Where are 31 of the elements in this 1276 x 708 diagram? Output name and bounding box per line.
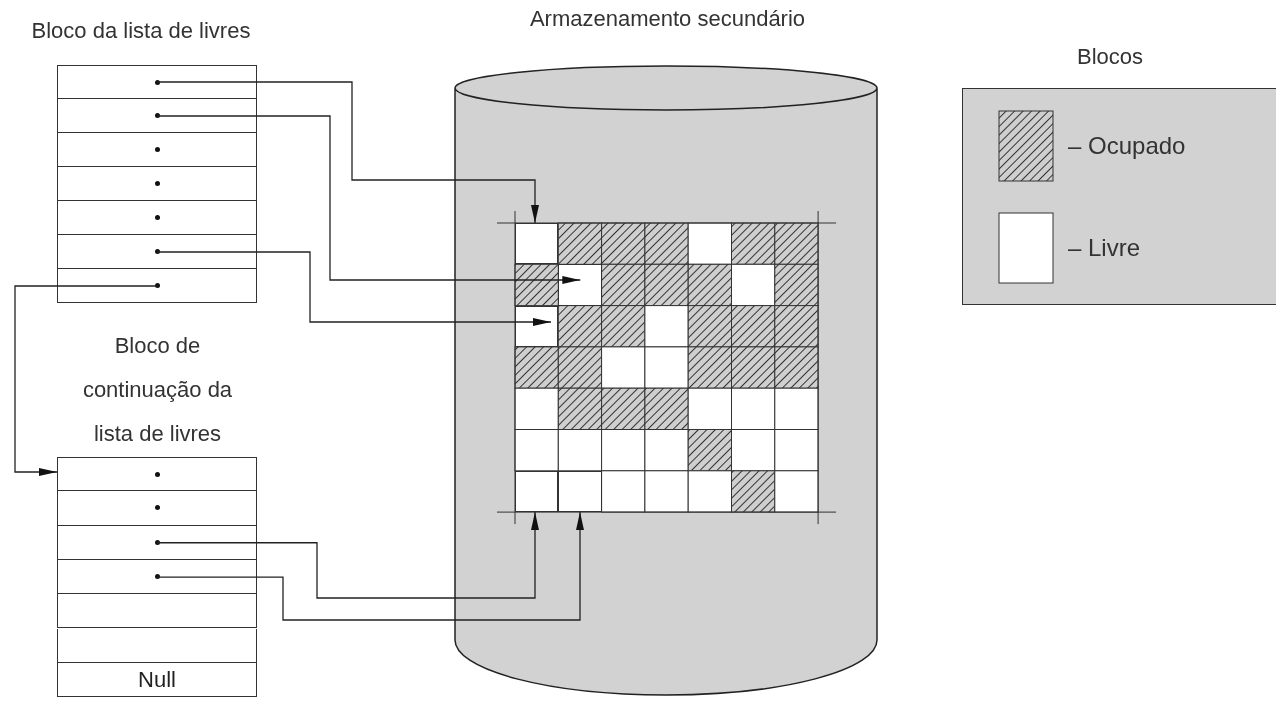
list-entry xyxy=(57,525,257,560)
block-heading: Bloco da lista de livres xyxy=(31,17,251,45)
entry-text: Null xyxy=(138,665,176,694)
pointer-arrow xyxy=(156,511,539,599)
list-entry xyxy=(57,167,257,201)
pointer-arrow xyxy=(14,285,158,476)
list-entry xyxy=(57,99,257,133)
legend-text: – Livre xyxy=(1068,232,1141,263)
list-entry xyxy=(57,594,257,629)
list-entry xyxy=(57,559,257,595)
free-block xyxy=(558,470,602,513)
list-entry xyxy=(57,269,257,303)
list-entry xyxy=(57,235,257,269)
list-entry xyxy=(57,628,257,663)
list-entry xyxy=(57,491,257,526)
pointer-arrow xyxy=(156,251,552,326)
legend-text: – Ocupado xyxy=(1068,130,1186,161)
free-block xyxy=(515,223,559,265)
free-block xyxy=(558,264,602,306)
block-heading: Bloco de continuação da lista de livres xyxy=(81,332,234,448)
list-entry xyxy=(57,65,257,99)
list-entry xyxy=(57,457,257,492)
pointer-arrow xyxy=(156,81,539,224)
cylinder-label: Armazenamento secundário xyxy=(529,5,806,33)
free-block xyxy=(515,470,559,513)
pointer-arrow xyxy=(156,115,581,284)
legend-title: Blocos xyxy=(1076,43,1143,71)
list-entry xyxy=(57,662,257,698)
list-entry xyxy=(57,201,257,235)
pointer-arrow xyxy=(156,511,584,621)
list-entry xyxy=(57,133,257,167)
